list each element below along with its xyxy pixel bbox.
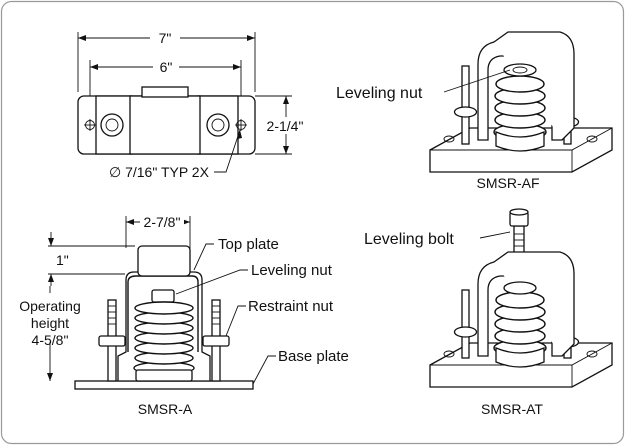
callout-leveling-bolt: Leveling bolt xyxy=(364,231,454,248)
callout-top-plate: Top plate xyxy=(218,236,279,253)
dim-bolt-spacing: 6" xyxy=(160,59,173,75)
callout-base-plate: Base plate xyxy=(278,348,349,365)
dim-operating-height-line3: 4-5/8" xyxy=(32,332,69,348)
callout-leveling-nut-a: Leveling nut xyxy=(251,262,333,279)
callout-restraint-nut: Restraint nut xyxy=(248,298,334,315)
smsr-a-base-plate xyxy=(74,380,254,390)
dim-overall-width: 7" xyxy=(159,30,172,46)
model-label-smsr-at: SMSR-AT xyxy=(481,401,543,417)
dim-operating-height-line2: height xyxy=(31,315,69,331)
dim-operating-height-line1: Operating xyxy=(19,298,80,314)
smsr-at-isometric: Leveling bolt SMSR-AT xyxy=(364,208,613,417)
hole-note: ∅ 7/16" TYP 2X xyxy=(109,164,210,180)
model-label-smsr-a: SMSR-A xyxy=(138,401,193,417)
dim-top-width: 2-7/8" xyxy=(144,214,181,230)
dim-top-height: 1" xyxy=(56,252,69,268)
smsr-a-side-view: 2-7/8" 1" Operating height 4-5/8" xyxy=(19,213,349,417)
smsr-af-isometric: Leveling nut SMSR-AF xyxy=(336,31,613,191)
top-view: 7" 6" 2-1/4" xyxy=(77,30,308,180)
dim-depth: 2-1/4" xyxy=(267,118,304,134)
model-label-smsr-af: SMSR-AF xyxy=(477,175,540,191)
callout-leveling-nut-af: Leveling nut xyxy=(336,85,423,102)
